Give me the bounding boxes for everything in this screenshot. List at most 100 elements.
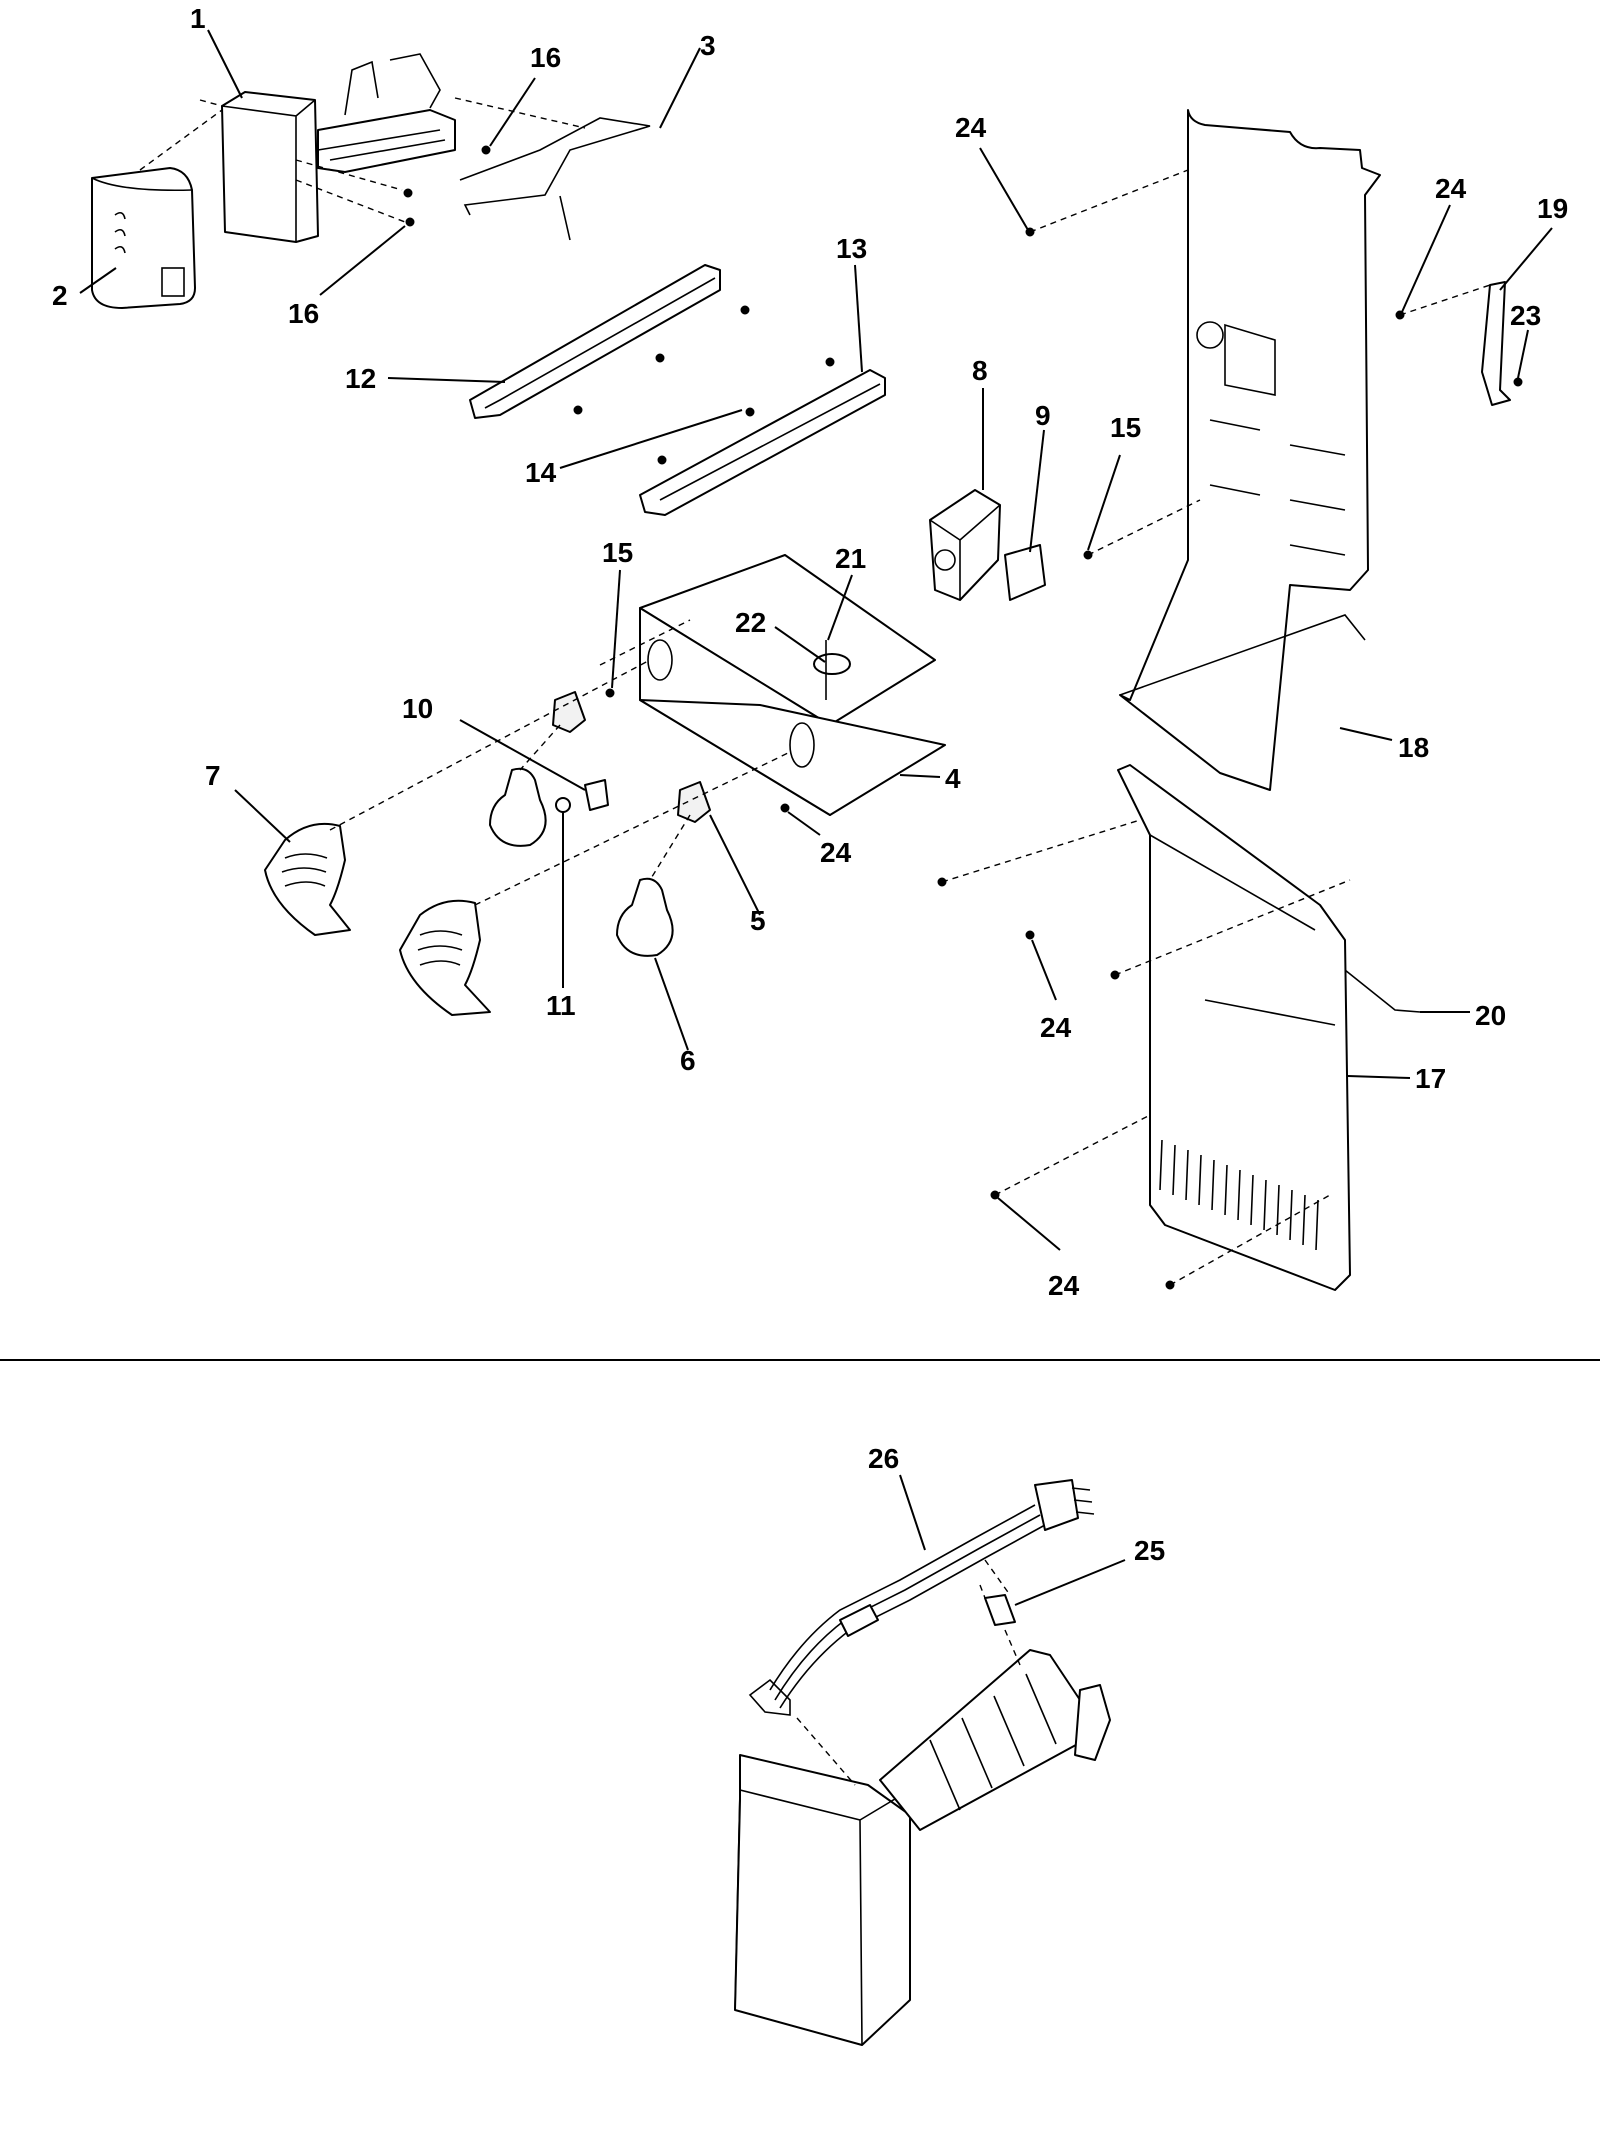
callout-24e: 24 <box>1048 1270 1080 1301</box>
leader-12 <box>387 377 506 383</box>
callout-9: 9 <box>1035 400 1051 431</box>
callout-5: 5 <box>750 905 766 936</box>
leader-13 <box>854 264 863 373</box>
leader-24a <box>979 147 1029 231</box>
leader-16b <box>319 225 406 296</box>
wire-20 <box>1344 969 1421 1013</box>
rail-screw-2 <box>655 353 665 363</box>
leader-7 <box>234 789 291 843</box>
rail-screw-5 <box>745 407 755 417</box>
callout-16b: 16 <box>288 298 319 329</box>
screw-16-mid <box>403 188 413 198</box>
rear-panel-lower <box>1117 764 1351 1291</box>
switch-9 <box>1004 544 1046 601</box>
leader-17 <box>1347 1075 1411 1079</box>
callout-3: 3 <box>700 30 716 61</box>
callout-20: 20 <box>1475 1000 1506 1031</box>
light-bulb-upper <box>489 767 547 847</box>
screw-23 <box>1513 377 1523 387</box>
screw-24-lower-2 <box>1025 930 1035 940</box>
leader-18 <box>1339 727 1393 741</box>
leader-16a <box>489 77 536 147</box>
leader-1 <box>207 29 243 99</box>
leader-4 <box>899 774 941 778</box>
leader-14 <box>559 409 743 469</box>
ice-maker-assembly <box>221 53 456 243</box>
screw-24-box <box>780 803 790 813</box>
callout-23: 23 <box>1510 300 1541 331</box>
motor-8 <box>929 489 1001 601</box>
rail-screw-4 <box>825 357 835 367</box>
callout-4: 4 <box>945 763 961 794</box>
callout-16a: 16 <box>530 42 561 73</box>
leader-5 <box>709 814 761 916</box>
thermostat-22 <box>813 640 851 700</box>
leader-15a <box>611 569 621 689</box>
support-rail-left <box>469 264 721 419</box>
callout-24c: 24 <box>820 837 852 868</box>
callout-15a: 15 <box>602 537 633 568</box>
lamp-housing <box>639 554 946 816</box>
leader-23 <box>1517 329 1529 379</box>
support-rail-right <box>639 369 886 516</box>
callout-17: 17 <box>1415 1063 1446 1094</box>
ice-maker-replacement <box>734 1649 1111 2046</box>
callout-24d: 24 <box>1040 1012 1072 1043</box>
wire-harness-26 <box>748 1479 1095 1716</box>
callout-15b: 15 <box>1110 412 1141 443</box>
callout-7: 7 <box>205 760 221 791</box>
ice-maker-cover <box>91 167 196 309</box>
leader-10 <box>459 719 586 791</box>
callout-13: 13 <box>836 233 867 264</box>
lamp-cover-upper <box>264 822 351 936</box>
lamp-cover-lower <box>399 899 491 1016</box>
callout-14: 14 <box>525 457 557 488</box>
leader-26 <box>899 1474 926 1551</box>
callout-18: 18 <box>1398 732 1429 763</box>
leader-9 <box>1029 429 1045 553</box>
leader-24d <box>1031 939 1057 1001</box>
leader-24b <box>1401 204 1451 313</box>
callout-11: 11 <box>546 990 576 1021</box>
callout-2: 2 <box>52 280 68 311</box>
screw-16-upper <box>481 145 491 155</box>
callout-25: 25 <box>1134 1535 1165 1566</box>
leader-24c <box>787 811 821 836</box>
leader-3 <box>659 47 701 129</box>
leader-25 <box>1014 1559 1126 1606</box>
lamp-socket-lower <box>677 781 711 823</box>
assembly-lines-bottom <box>796 1559 1021 1786</box>
sensor-25 <box>984 1594 1016 1626</box>
leader-2 <box>79 267 117 294</box>
callout-1: 1 <box>190 3 206 34</box>
grommet-11 <box>555 797 571 813</box>
screw-16-lower <box>405 217 415 227</box>
bail-arm-wire <box>454 97 651 241</box>
callout-8: 8 <box>972 355 988 386</box>
callout-24b: 24 <box>1435 173 1467 204</box>
rail-screw-1 <box>740 305 750 315</box>
lamp-socket-upper <box>552 691 586 733</box>
bracket-10 <box>584 779 609 811</box>
rail-screw-6 <box>657 455 667 465</box>
rear-panel-upper <box>1119 109 1381 791</box>
callout-6: 6 <box>680 1045 696 1076</box>
leader-21 <box>827 574 853 641</box>
rail-screw-3 <box>573 405 583 415</box>
callout-12: 12 <box>345 363 376 394</box>
callout-26: 26 <box>868 1443 899 1474</box>
light-bulb-lower <box>616 877 674 957</box>
callout-21: 21 <box>835 543 866 574</box>
callout-24a: 24 <box>955 112 987 143</box>
leader-22 <box>774 626 826 663</box>
leader-24e <box>997 1197 1061 1251</box>
screw-15-box <box>605 688 615 698</box>
callout-22: 22 <box>735 607 766 638</box>
callout-10: 10 <box>402 693 433 724</box>
bracket-19 <box>1481 281 1511 406</box>
leader-6 <box>654 957 689 1051</box>
leader-15b <box>1087 454 1121 551</box>
leader-19 <box>1499 227 1553 291</box>
